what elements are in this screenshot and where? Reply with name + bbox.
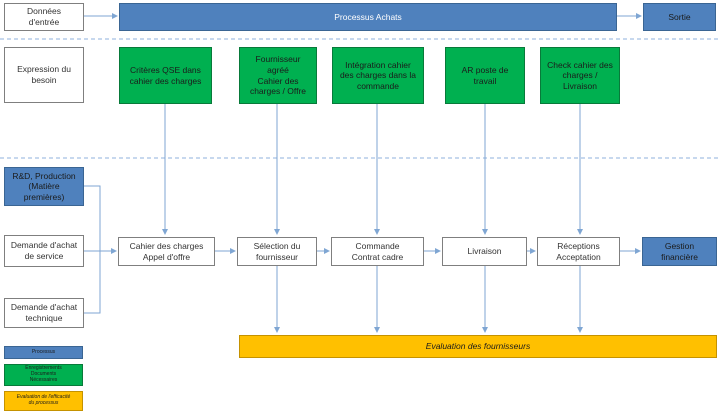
process-title-bar: Processus Achats <box>119 3 617 31</box>
step-supplier-selection: Sélection du fournisseur <box>237 237 317 266</box>
step-order-contract: Commande Contrat cadre <box>331 237 424 266</box>
arrows <box>84 13 642 333</box>
record-workstation-ar: AR poste de travail <box>445 47 525 104</box>
output-financial-management: Gestion financière <box>642 237 717 266</box>
legend-process: Processus <box>4 346 83 359</box>
need-expression-box: Expression du besoin <box>4 47 84 103</box>
supplier-evaluation-bar: Evaluation des fournisseurs <box>239 335 717 358</box>
record-delivery-check: Check cahier des charges / Livraison <box>540 47 620 104</box>
step-receptions-acceptance: Réceptions Acceptation <box>537 237 620 266</box>
output-header: Sortie <box>643 3 716 31</box>
input-data-header: Données d'entrée <box>4 3 84 31</box>
input-rd-production: R&D, Production (Matière premières) <box>4 167 84 206</box>
legend-records: Enregistrements Documents Nécessaires <box>4 364 83 386</box>
record-approved-supplier: Fournisseur agréé Cahier des charges / O… <box>239 47 317 104</box>
input-technical-request: Demande d'achat technique <box>4 298 84 328</box>
record-qse-criteria: Critères QSE dans cahier des charges <box>119 47 212 104</box>
step-specifications-tender: Cahier des charges Appel d'offre <box>118 237 215 266</box>
input-service-request: Demande d'achat de service <box>4 235 84 267</box>
legend-evaluation: Evaluation de l'efficacité du processus <box>4 391 83 411</box>
record-specification-integration: Intégration cahier des charges dans la c… <box>332 47 424 104</box>
step-delivery: Livraison <box>442 237 527 266</box>
separator-lines <box>0 38 720 159</box>
